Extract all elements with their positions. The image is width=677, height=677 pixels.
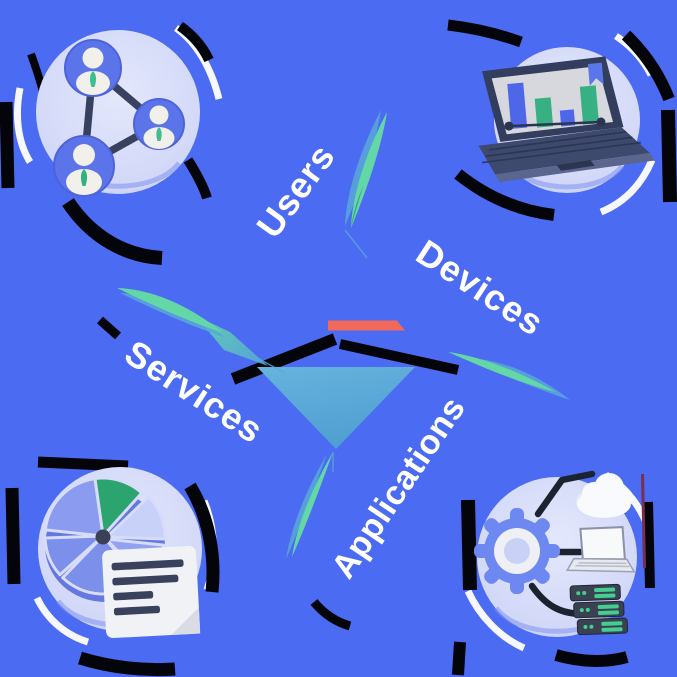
arrow-center-applications [292, 452, 333, 557]
applications-node-circle [474, 470, 637, 637]
report-document [102, 545, 201, 639]
shadow-glitch-shapes [0, 19, 677, 677]
cycle-arrows [117, 110, 570, 559]
devices-node-circle [478, 47, 655, 193]
center-red-dash [328, 320, 405, 331]
laptop-icon [565, 526, 636, 573]
server-stack-icon [569, 583, 629, 636]
services-node-circle [38, 467, 202, 639]
center-triangle [257, 367, 415, 449]
person-avatar [143, 105, 175, 149]
gear-icon [474, 508, 560, 594]
arrow-devices-applications [448, 352, 556, 392]
users-node-circle [36, 30, 200, 197]
maroon-glitch-line [641, 474, 646, 568]
laptop-bar-chart-icon [478, 56, 655, 183]
person-avatar [76, 47, 110, 95]
chart-bar-blue [507, 82, 528, 129]
chart-bar-green [579, 85, 600, 125]
chart-bar-green [534, 97, 554, 128]
gear-cloud-server-icon [474, 470, 636, 636]
arrow-services-center [117, 288, 223, 333]
arrow-users-devices [351, 112, 387, 228]
cloud-icon [576, 473, 633, 518]
person-avatar [66, 144, 102, 195]
users-network-icon [53, 39, 185, 197]
bookmark-icon [587, 62, 604, 86]
pie-chart-report-icon [43, 476, 201, 639]
trackpad [556, 160, 595, 171]
